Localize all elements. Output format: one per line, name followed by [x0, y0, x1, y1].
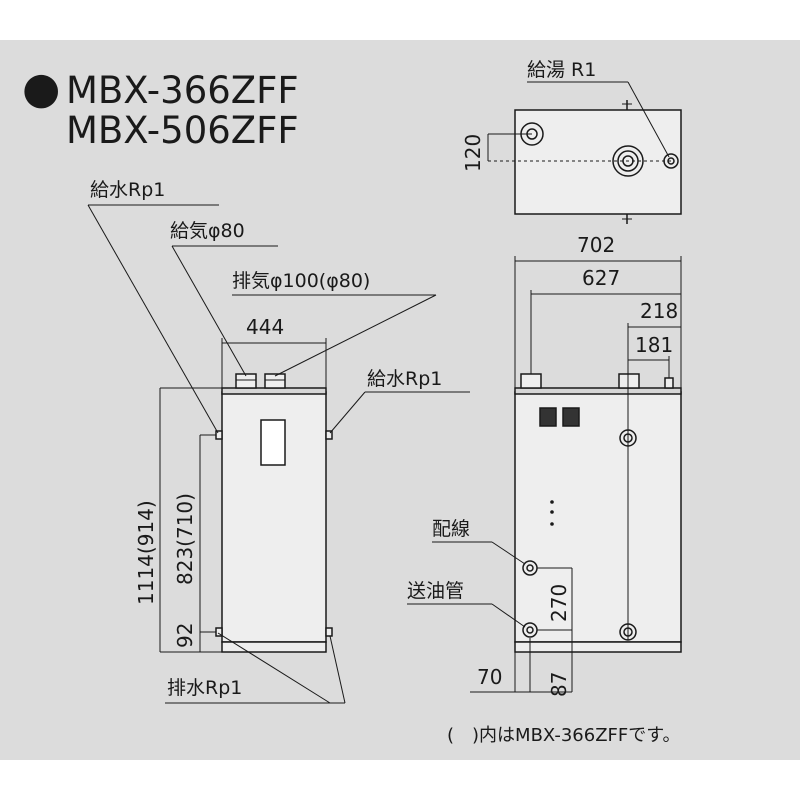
- label-exhaust: 排気φ100(φ80): [232, 270, 370, 292]
- water-inlet-left: [215, 430, 223, 440]
- model-name-2: MBX-506ZFF: [66, 109, 299, 152]
- label-oil-pipe: 送油管: [407, 580, 464, 602]
- vent-left: [539, 407, 557, 427]
- title-bullet: ●: [22, 63, 60, 114]
- top-dimensions: [487, 81, 671, 162]
- front-top-cap: [221, 387, 327, 395]
- dim-side-270: 270: [547, 584, 571, 622]
- side-dimensions: [470, 256, 682, 693]
- dim-side-702: 702: [577, 233, 615, 257]
- dim-drain-height: 92: [173, 623, 197, 648]
- front-leaders: [87, 204, 470, 704]
- side-duct-left: [520, 373, 542, 389]
- side-view: [514, 373, 682, 653]
- dim-front-width: 444: [246, 315, 284, 339]
- wiring-port: [522, 560, 538, 576]
- control-panel: [260, 419, 286, 466]
- top-view: [514, 100, 682, 224]
- front-view: [215, 373, 333, 653]
- dim-top-depth: 120: [461, 134, 485, 172]
- footnote: ( )内はMBX-366ZFFです。: [447, 725, 680, 746]
- label-drain: 排水Rp1: [167, 677, 242, 699]
- front-dimensions: [159, 338, 327, 653]
- label-air-intake: 給気φ80: [170, 220, 245, 242]
- side-duct-center: [618, 373, 640, 389]
- front-base: [221, 641, 327, 653]
- dim-side-70: 70: [477, 665, 502, 689]
- exhaust-duct: [264, 373, 286, 389]
- label-hot-water: 給湯 R1: [527, 59, 596, 81]
- model-name-1: MBX-366ZFF: [66, 69, 299, 112]
- side-hot-water-stub: [664, 377, 674, 389]
- dim-side-218: 218: [640, 299, 678, 323]
- side-top-cap: [514, 387, 682, 395]
- dim-side-627: 627: [582, 266, 620, 290]
- dim-inlet-height: 823(710): [173, 493, 197, 585]
- label-water-supply-right: 給水Rp1: [367, 368, 442, 390]
- label-wiring: 配線: [432, 518, 470, 540]
- vent-right: [562, 407, 580, 427]
- air-intake-duct: [235, 373, 257, 389]
- dim-side-181: 181: [635, 333, 673, 357]
- side-dots: [550, 500, 554, 526]
- side-body: [514, 391, 682, 643]
- dim-side-87: 87: [547, 672, 571, 697]
- side-leaders: [407, 541, 526, 628]
- water-inlet-right: [325, 430, 333, 440]
- drain-right: [325, 627, 333, 637]
- label-water-supply-left: 給水Rp1: [90, 179, 165, 201]
- dim-total-height: 1114(914): [134, 500, 158, 605]
- side-base: [514, 641, 682, 653]
- oil-pipe-port: [522, 622, 538, 638]
